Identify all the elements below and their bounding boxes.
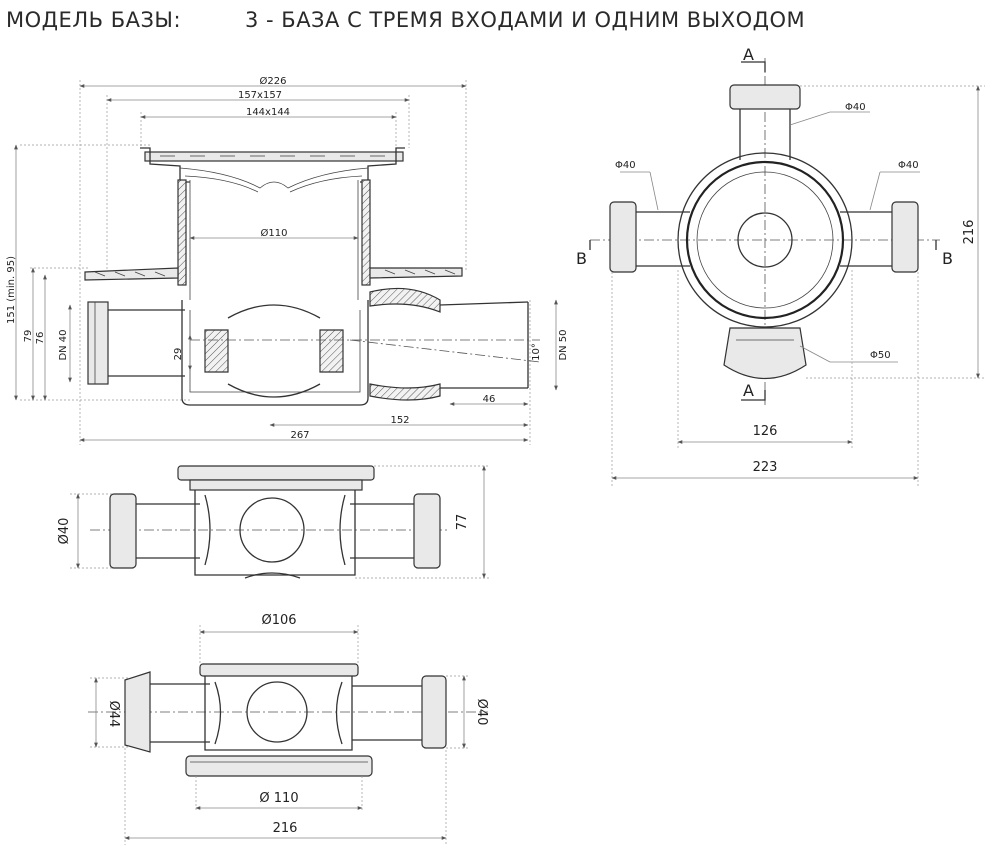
side-view: Ø40 77	[57, 465, 490, 579]
top-view: A A B B Φ40 Φ40 Φ40	[576, 45, 985, 486]
dim-223: 223	[753, 460, 778, 475]
dim-152: 152	[390, 415, 409, 426]
bottom-view: Ø106 Ø44 Ø40 Ø 110 216	[88, 613, 489, 845]
dim-bottom-110: Ø 110	[259, 791, 298, 806]
dim-side-d40: Ø40	[57, 518, 72, 545]
section-b-left: B	[576, 249, 587, 268]
dim-157x157: 157x157	[238, 90, 282, 101]
dim-left-d40: Φ40	[615, 160, 636, 171]
dim-79: 79	[23, 330, 34, 343]
dim-144x144: 144x144	[246, 107, 290, 118]
dim-151: 151 (min. 95)	[6, 256, 17, 324]
dim-dn40: DN 40	[58, 329, 69, 360]
dim-106: Ø106	[261, 613, 296, 628]
dim-46: 46	[483, 394, 496, 405]
dim-77: 77	[455, 514, 470, 531]
dim-dn50: DN 50	[558, 329, 569, 360]
dim-29: 29	[173, 348, 184, 361]
section-a-bottom: A	[743, 381, 754, 400]
dim-126: 126	[753, 424, 778, 439]
dim-angle: 10°	[531, 343, 542, 361]
model-description: 3 - БАЗА С ТРЕМЯ ВХОДАМИ И ОДНИМ ВЫХОДОМ	[245, 8, 806, 32]
dim-top-d40: Φ40	[845, 102, 866, 113]
dim-267: 267	[290, 430, 309, 441]
section-a-top: A	[743, 45, 754, 64]
section-view: Ø226 157x157 144x144 151 (min. 95) 79 76…	[6, 75, 569, 445]
model-label: МОДЕЛЬ БАЗЫ:	[6, 8, 182, 32]
dim-44: Ø44	[106, 701, 121, 728]
dim-76: 76	[35, 332, 46, 345]
dim-110: Ø110	[261, 227, 288, 239]
dim-226: Ø226	[260, 75, 287, 87]
dim-216: 216	[962, 220, 977, 245]
section-b-right: B	[942, 249, 953, 268]
dim-bottom-216: 216	[273, 821, 298, 836]
dim-d50: Φ50	[870, 350, 891, 361]
dim-bottom-d40: Ø40	[474, 699, 489, 726]
dim-right-d40: Φ40	[898, 160, 919, 171]
